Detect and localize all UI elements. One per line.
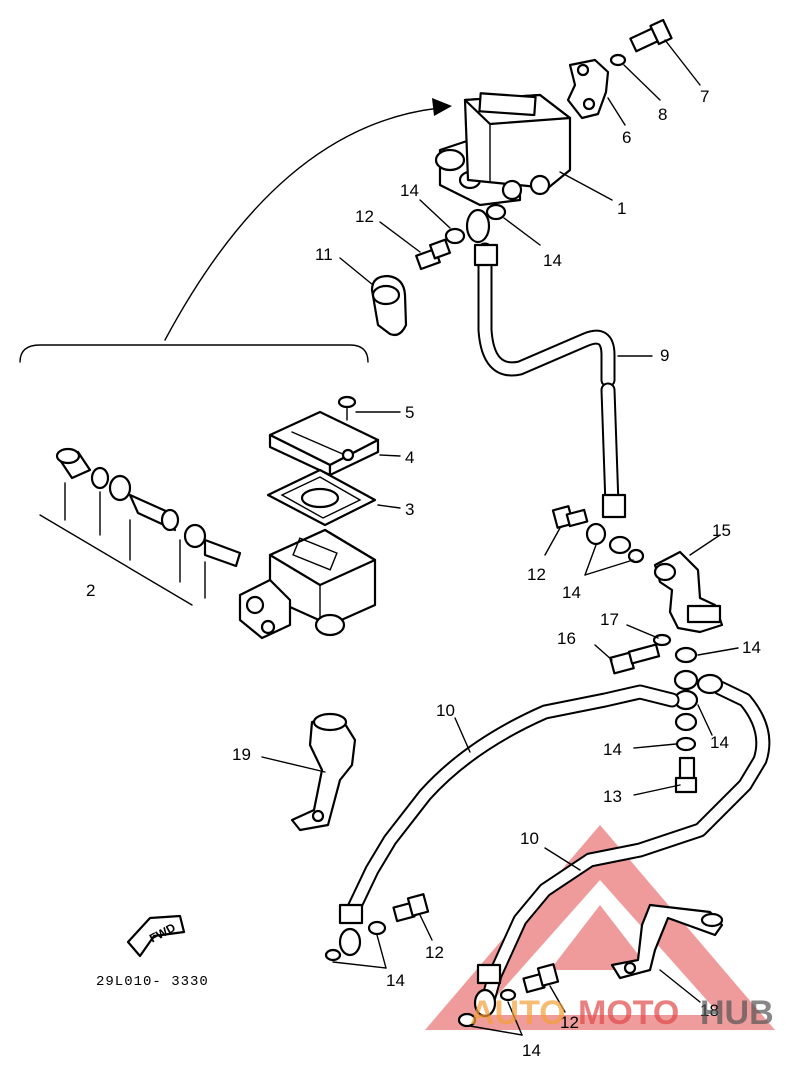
- washer: [652, 633, 672, 647]
- screw: [337, 395, 357, 421]
- callout-12c: 12: [425, 943, 444, 962]
- callout-9: 9: [660, 346, 669, 365]
- reference-code: 29L010- 3330: [96, 974, 209, 990]
- watermark-word-2: MOTO: [578, 994, 679, 1032]
- callout-18: 18: [700, 1001, 719, 1020]
- callout-8: 8: [658, 105, 667, 124]
- hose-bracket-left: [290, 712, 357, 832]
- callout-5: 5: [405, 403, 414, 422]
- callout-14e: 14: [710, 733, 729, 752]
- callout-12a: 12: [355, 207, 374, 226]
- callout-12b: 12: [527, 565, 546, 584]
- banjo-fitting: [673, 669, 699, 691]
- callout-10a: 10: [436, 701, 455, 720]
- washer: [444, 227, 466, 245]
- detail-arrow-line: [164, 107, 441, 341]
- callout-4: 4: [405, 448, 414, 467]
- callout-labels: 1 2 3 4 5 6 7 8 9 10 10 11 12 12 12 12 1…: [86, 87, 761, 1060]
- diaphragm: [266, 468, 377, 527]
- brake-hose-joint: [653, 550, 724, 634]
- washer: [609, 53, 627, 67]
- master-cylinder-body-detail: [238, 528, 377, 640]
- brake-hose-lower-right: [473, 673, 771, 1018]
- washer: [457, 1012, 477, 1028]
- union-bolt-right: [522, 963, 560, 994]
- callout-14h: 14: [522, 1041, 541, 1060]
- watermark-word-3: HUB: [700, 994, 774, 1032]
- callout-15: 15: [712, 521, 731, 540]
- callout-14g: 14: [386, 971, 405, 990]
- washer: [674, 646, 698, 664]
- detail-bracket: [19, 344, 369, 363]
- washer: [485, 203, 507, 221]
- callout-10b: 10: [520, 829, 539, 848]
- callout-6: 6: [622, 128, 631, 147]
- callout-14b: 14: [543, 251, 562, 270]
- watermark-text: AUTO MOTO HUB: [470, 994, 774, 1032]
- callout-14d: 14: [742, 638, 761, 657]
- hose-bracket-right: [610, 903, 724, 980]
- piston-kit: [39, 447, 242, 606]
- callout-7: 7: [700, 87, 709, 106]
- union-bolt-lower: [674, 756, 698, 794]
- callout-16: 16: [557, 629, 576, 648]
- watermark-word-1: AUTO: [470, 994, 566, 1032]
- brake-hose-lower-left: [338, 684, 680, 957]
- washer: [499, 988, 517, 1002]
- callout-11: 11: [315, 245, 333, 264]
- callout-19: 19: [232, 745, 251, 764]
- callout-3: 3: [405, 500, 414, 519]
- callout-14c: 14: [562, 583, 581, 602]
- union-bolt-left: [392, 893, 430, 923]
- dust-cap: [370, 274, 408, 337]
- detail-arrow-head: [432, 98, 452, 116]
- washer: [324, 948, 342, 962]
- washer: [585, 522, 607, 546]
- master-cylinder: [434, 92, 572, 207]
- clamp-holder: [566, 58, 610, 120]
- washer: [627, 548, 645, 564]
- fwd-arrow-marker: FWD: [126, 914, 186, 958]
- union-bolt-middle: [551, 505, 589, 529]
- leader-lines: [261, 39, 739, 1036]
- callout-17: 17: [600, 610, 619, 629]
- watermark-triangle-core: [550, 905, 650, 970]
- reservoir-cap: [268, 410, 380, 477]
- washer: [674, 712, 698, 732]
- bolt-16: [609, 643, 661, 675]
- callout-2: 2: [86, 581, 95, 600]
- bolt: [629, 18, 673, 53]
- brake-hose-upper: [465, 208, 632, 555]
- callout-12d: 12: [560, 1013, 579, 1032]
- union-bolt-upper: [415, 238, 452, 271]
- callout-13: 13: [603, 787, 622, 806]
- callout-14f: 14: [603, 740, 622, 759]
- washer: [367, 920, 387, 936]
- washer: [675, 736, 697, 752]
- callout-14a: 14: [400, 181, 419, 200]
- callout-1: 1: [617, 199, 626, 218]
